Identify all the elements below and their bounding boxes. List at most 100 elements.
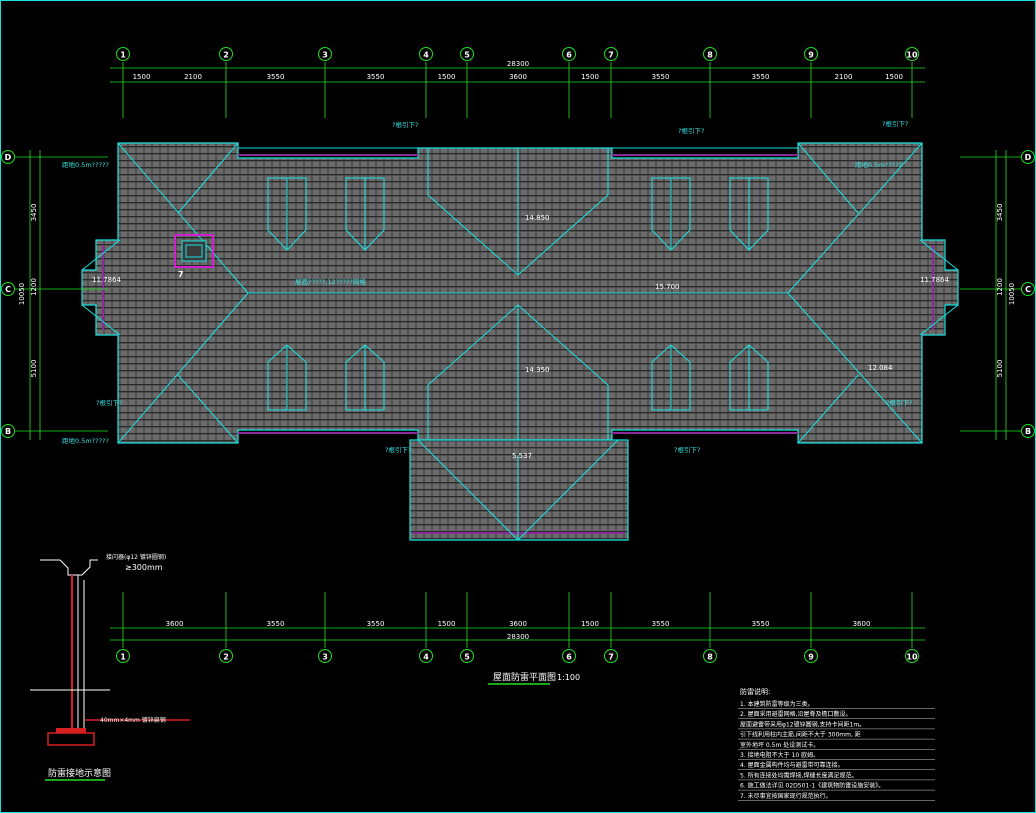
note-line: 3. 接地电阻不大于 10 欧姆。 [740, 751, 819, 759]
down-conductor-note: ?根引下? [674, 445, 700, 454]
drawing-title-block: 屋面防雷平面图 1:100 [488, 671, 580, 685]
axis-bubble-label: 8 [707, 51, 713, 60]
test-point-note: 距地0.5m????? [62, 436, 109, 445]
dimension-label: 1500 [581, 620, 599, 628]
dimension-label: 3550 [267, 73, 285, 81]
axis-bubble-label: 10 [906, 51, 918, 60]
elevation-label: 14.850 [525, 214, 550, 222]
design-notes: 防雷说明: 1. 本建筑防雷等级为三类。2. 屋面采用避雷网格,沿屋脊及檐口敷设… [738, 687, 935, 801]
axis-bubble-label: 6 [566, 653, 572, 662]
total-dimension: 28300 [507, 633, 529, 641]
side-dimension-label: 3450 [996, 204, 1004, 222]
down-conductor-note: ?根引下? [96, 398, 122, 407]
side-dimension-label: 1200 [996, 278, 1004, 296]
entrance-roof [409, 439, 629, 541]
elevation-labels: 14.850 14.350 15.700 11.7864 11.7864 12.… [92, 214, 949, 460]
axis-bubble-label: 7 [608, 653, 614, 662]
dimension-label: 3600 [166, 620, 184, 628]
dimension-label: 1500 [438, 73, 456, 81]
down-conductor-note: ?根引下? [385, 445, 411, 454]
annotations: ?根引下? ?根引下? ?根引下? ?根引下? ?根引下? ?根引下? ?根引下… [62, 119, 912, 454]
axis-bubble-label: 2 [223, 653, 229, 662]
note-line: 5. 所有连接处均需焊接,焊缝长度满足规范。 [740, 771, 858, 779]
dimension-label: 3550 [367, 620, 385, 628]
dimension-label: 3600 [853, 620, 871, 628]
note-line: 4. 屋面金属构件均与避雷带可靠连接。 [740, 761, 844, 769]
dimension-label: 2100 [184, 73, 202, 81]
elevation-label: 11.7864 [920, 276, 949, 284]
detail-label-mid: 40mm×4mm 镀锌扁钢 [100, 716, 166, 724]
axis-bubble-label: 5 [464, 51, 470, 60]
dimension-label: 3550 [752, 620, 770, 628]
roof-vent: 7 [174, 234, 214, 279]
dormer-ridges [286, 178, 750, 410]
ridge-and-hip-lines [81, 142, 959, 541]
axis-bubble-label: 7 [608, 51, 614, 60]
note-line: 屋面避雷带采用φ12镀锌圆钢,支持卡间距1m。 [740, 720, 865, 728]
elevation-label: 12.084 [868, 364, 893, 372]
detail-label-spacing: ≥300mm [125, 563, 163, 572]
axis-bubble-label: D [5, 153, 12, 162]
side-total-dimension: 10050 [18, 283, 26, 305]
axis-bubble-label: 9 [808, 51, 814, 60]
axis-bubble-label: C [1025, 285, 1031, 294]
dimension-label: 1500 [581, 73, 599, 81]
dimension-label: 1500 [885, 73, 903, 81]
side-dimension-label: 1200 [30, 278, 38, 296]
dimension-label: 2100 [835, 73, 853, 81]
dimension-label: 3550 [752, 73, 770, 81]
axis-bubble-label: 1 [120, 51, 126, 60]
roof-plan: 7 14.850 14.350 15.700 11.7864 11.7864 1… [62, 119, 959, 541]
dimension-label: 3600 [509, 73, 527, 81]
axis-bubble-label: 8 [707, 653, 713, 662]
down-conductor-note: ?根引下? [392, 120, 418, 129]
down-conductor-note: ?根引下? [886, 398, 912, 407]
down-conductor-note: ?根引下? [882, 119, 908, 128]
eaves-lines [102, 154, 934, 534]
axis-grid: 1 2 3 4 5 6 7 8 9 10 28300 1500 2100 3550 3550 1500 3600… [110, 47, 925, 663]
dimension-label: 1500 [133, 73, 151, 81]
note-line: 1. 本建筑防雷等级为三类。 [740, 700, 814, 708]
total-dimension: 28300 [507, 60, 529, 68]
axis-bubble-label: 3 [322, 51, 328, 60]
detail-title: 防雷接地示意图 [48, 767, 111, 779]
test-point-note: 距地0.5m????? [62, 160, 109, 169]
drawing-title: 屋面防雷平面图 [493, 671, 556, 683]
axis-bubble-label: 9 [808, 653, 814, 662]
grounding-detail: 接闪器(φ12 镀锌圆钢) ≥300mm 40mm×4mm 镀锌扁钢 防雷接地示… [30, 553, 190, 781]
axis-bubble-label: 10 [906, 653, 918, 662]
elevation-label: 5.537 [512, 452, 532, 460]
axis-bubble-label: 6 [566, 51, 572, 60]
elevation-label: 11.7864 [92, 276, 121, 284]
axis-bubble-label: 4 [423, 51, 429, 60]
axis-bubble-label: D [1025, 153, 1032, 162]
dimension-label: 3550 [652, 620, 670, 628]
side-total-dimension: 10050 [1008, 283, 1016, 305]
dimension-label: 1500 [438, 620, 456, 628]
axis-bubble-label: B [1025, 427, 1031, 436]
elevation-label: 15.700 [655, 283, 680, 291]
axis-bubble-label: 4 [423, 653, 429, 662]
axis-bubble-label: 5 [464, 653, 470, 662]
dimension-label: 3600 [509, 620, 527, 628]
note-line: 引下线利用柱内主筋,间距不大于 300mm, 距 [740, 731, 861, 739]
side-dimension-label: 3450 [30, 204, 38, 222]
axis-bubble-label: 2 [223, 51, 229, 60]
test-point-note: 距地0.5m????? [855, 160, 902, 169]
side-dimension-label: 5100 [996, 360, 1004, 378]
dimension-label: 3550 [267, 620, 285, 628]
note-line: 6. 施工做法详见 02D501-1《建筑物防雷设施安装》。 [740, 782, 884, 790]
note-line: 7. 未尽事宜按国家现行规范执行。 [740, 792, 832, 800]
dimension-label: 3550 [367, 73, 385, 81]
elevation-label: 14.350 [525, 366, 550, 374]
detail-label-top: 接闪器(φ12 镀锌圆钢) [106, 553, 166, 561]
down-conductor-note: ?根引下? [678, 126, 704, 135]
dimension-label: 3550 [652, 73, 670, 81]
note-line: 室外地坪 0.5m 处设测试卡。 [740, 741, 819, 749]
axis-bubble-label: 1 [120, 653, 126, 662]
mesh-note: 屋面?????,12?????网格 [295, 277, 366, 286]
roof-callout-number: 7 [178, 270, 184, 279]
axis-bubble-label: B [5, 427, 11, 436]
